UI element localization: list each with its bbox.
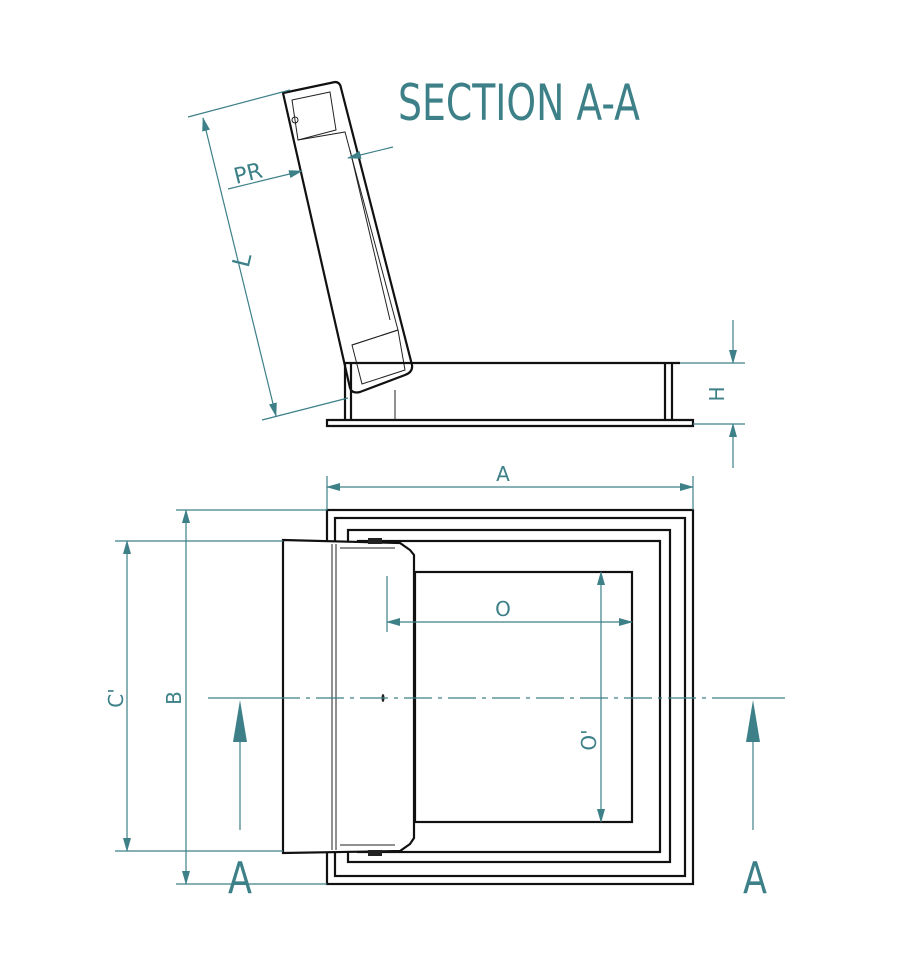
dimension-PR: PR xyxy=(227,146,394,190)
dimension-C-prime: C' xyxy=(104,540,283,852)
section-marker-right: A xyxy=(743,853,767,904)
dimension-label-O: O xyxy=(495,597,511,621)
section-title: SECTION A-A xyxy=(398,74,640,132)
dimension-A: A xyxy=(326,462,694,510)
dimension-label-L: L xyxy=(227,250,258,270)
dimension-label-C-prime: C' xyxy=(104,688,128,707)
dimension-label-PR: PR xyxy=(231,159,265,190)
dimension-label-H: H xyxy=(705,386,729,401)
section-view: L PR H xyxy=(187,80,745,468)
lid xyxy=(281,538,416,856)
plan-view: A A A B C' O O' xyxy=(104,462,785,904)
dimension-H: H xyxy=(680,320,745,468)
dimension-B: B xyxy=(162,509,327,885)
dimension-L: L xyxy=(187,89,349,421)
dimension-label-A: A xyxy=(496,462,510,486)
section-line: A A xyxy=(208,697,785,904)
dimension-label-B: B xyxy=(162,691,186,705)
dimension-O-prime: O' xyxy=(577,571,605,823)
open-lid xyxy=(281,80,414,394)
dimension-label-O-prime: O' xyxy=(577,729,601,750)
section-marker-left: A xyxy=(228,853,252,904)
base-frame xyxy=(325,361,695,428)
dimension-O: O xyxy=(386,576,633,632)
